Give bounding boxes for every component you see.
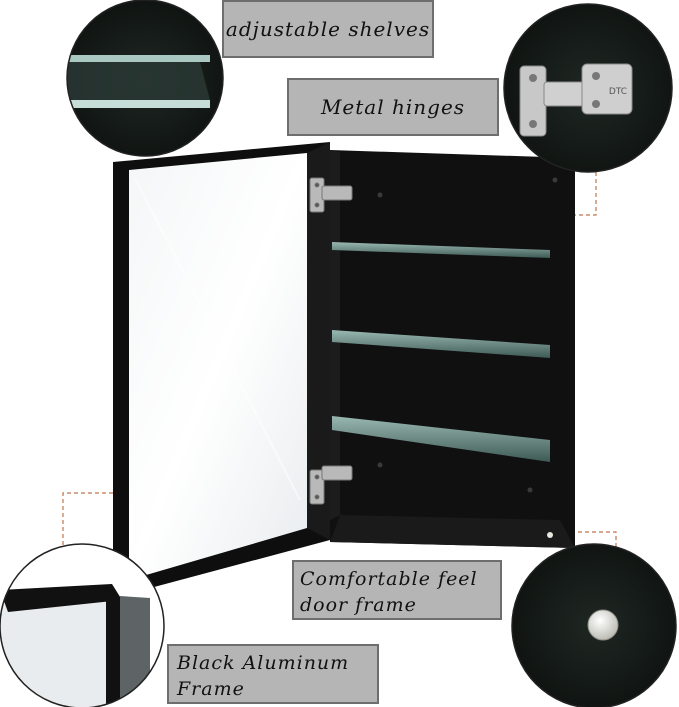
callout-text-line2: Frame <box>177 678 245 700</box>
glass-shelf <box>332 242 550 258</box>
callout-black-aluminum-frame: Black Aluminum Frame <box>167 644 379 704</box>
callout-text: Metal hinges <box>320 95 466 119</box>
callout-text-line1: Comfortable feel <box>300 568 478 590</box>
glass-shelf <box>332 330 550 358</box>
zoom-shelf-detail <box>67 0 223 156</box>
callout-adjustable-shelves: adjustable shelves <box>222 0 434 58</box>
cabinet-body <box>330 150 575 548</box>
cabinet-door <box>113 142 330 598</box>
callout-door-frame: Comfortable feel door frame <box>292 560 502 620</box>
callout-text-line2: door frame <box>300 594 417 616</box>
zoom-hinge-detail: DTC <box>504 4 672 172</box>
glass-shelf <box>332 416 550 462</box>
hinge-icon <box>309 465 353 505</box>
callout-metal-hinges: Metal hinges <box>287 78 499 136</box>
callout-text-line1: Black Aluminum <box>177 652 350 674</box>
zoom-knob-detail <box>512 544 676 707</box>
hinge-icon <box>309 177 353 213</box>
zoom-frame-detail <box>0 544 164 707</box>
callout-text: adjustable shelves <box>225 17 431 41</box>
hinge-brand-text: DTC <box>609 87 627 97</box>
